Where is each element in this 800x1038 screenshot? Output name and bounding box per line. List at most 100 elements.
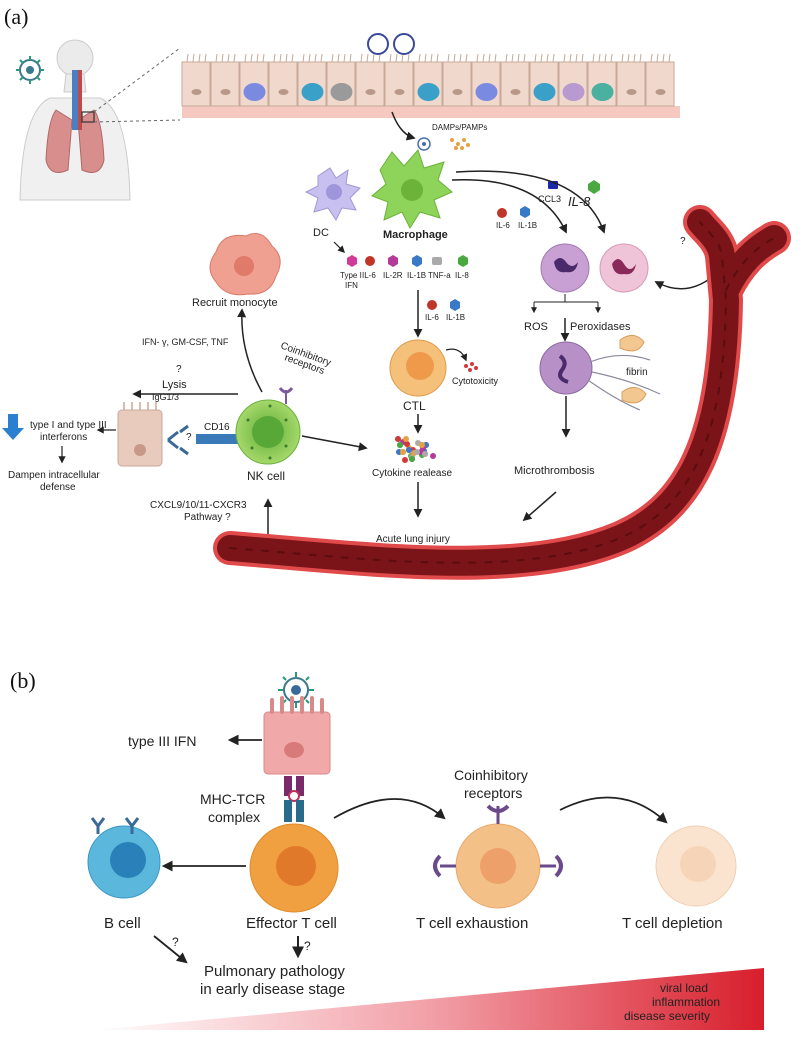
cilium — [221, 53, 224, 63]
lysis-label: Lysis — [162, 379, 187, 391]
cilium — [511, 53, 514, 63]
cytokine-type1-ifn-label-line1: Type I — [340, 271, 362, 280]
cytokine-particle — [406, 447, 412, 453]
epithelial-cell-nucleus — [417, 83, 440, 101]
depleted-t-cell — [655, 825, 737, 907]
damps-pamps-label: DAMPs/PAMPs — [432, 123, 487, 132]
cilium — [262, 53, 265, 63]
pamp-particles-icon — [450, 138, 470, 150]
epithelial-cell — [181, 61, 211, 107]
cytokine-particle — [403, 436, 409, 442]
dc-label: DC — [313, 227, 329, 239]
cilium — [395, 53, 398, 63]
cilium — [256, 53, 259, 63]
cytokine-particle — [395, 436, 401, 442]
cilium — [633, 53, 636, 63]
cilium — [204, 53, 207, 63]
cilium — [430, 53, 433, 63]
cilium — [650, 53, 653, 63]
il8-big-label: IL-8 — [568, 194, 591, 209]
epithelial-cell — [645, 61, 675, 107]
cilium — [320, 53, 323, 63]
cilium — [372, 53, 375, 63]
epithelial-cell — [210, 61, 240, 107]
cilium — [668, 53, 671, 63]
cilium — [407, 53, 410, 63]
ros-label: ROS — [524, 321, 548, 333]
cilium — [401, 53, 404, 63]
cilium — [505, 53, 508, 63]
blood-vessel — [213, 205, 791, 580]
type3-ifn-label: type III IFN — [128, 733, 196, 749]
exhausted-t-cell — [433, 804, 563, 909]
neutrophil-cell — [540, 243, 590, 293]
cilium — [494, 53, 497, 63]
cilium — [581, 53, 584, 63]
il1b-icon-top — [520, 206, 530, 218]
cilium — [308, 53, 311, 63]
il1b-icon-ctl — [450, 299, 460, 311]
il6-top-label: IL-6 — [496, 221, 510, 230]
acute-lung-injury-label: Acute lung injury — [376, 534, 450, 545]
epithelial-cell-nucleus — [510, 89, 521, 95]
microthrombosis-label: Microthrombosis — [514, 465, 595, 477]
cilium — [227, 53, 230, 63]
cytokine-particle — [402, 457, 408, 463]
epithelial-cell-nucleus — [591, 83, 614, 101]
epithelial-cell-nucleus — [655, 89, 666, 95]
cilium — [198, 53, 201, 63]
il6-icon-top — [497, 208, 507, 218]
dampen-label-line1: Dampen intracellular — [8, 470, 100, 481]
cd16-receptor — [196, 434, 238, 444]
cytokine-particle — [400, 449, 406, 455]
cilium — [250, 53, 253, 63]
zoom-line-top — [93, 47, 181, 113]
cytokine-release-cluster — [395, 436, 436, 463]
il6-icon-ctl — [427, 300, 437, 310]
ctl-cell — [389, 339, 447, 397]
severity-label-line1: viral load — [660, 981, 708, 995]
macrophage-to-eosinophil-arrow — [455, 170, 606, 234]
interferons-label-line1: type I and type III — [30, 420, 107, 431]
epithelial-cell-nucleus — [394, 89, 405, 95]
cytokine-particle — [430, 453, 436, 459]
epithelial-cell — [355, 61, 385, 107]
eosinophil-cell — [599, 243, 649, 293]
epithelial-cell-nucleus — [475, 83, 498, 101]
cxcl-pathway-label-line1: CXCL9/10/11-CXCR3 — [150, 500, 247, 511]
nk-to-monocyte-arrow — [237, 308, 263, 393]
b-cell-question-mark: ? — [172, 935, 179, 949]
cilium — [389, 53, 392, 63]
cilium — [534, 53, 537, 63]
mhc-tcr-label-line1: MHC-TCR — [200, 791, 265, 807]
cilium — [476, 53, 479, 63]
ifn-gmcsf-tnf-label: IFN- γ, GM-CSF, TNF — [142, 337, 229, 347]
cytokine-il8-label: IL-8 — [455, 271, 469, 280]
virus-icon-b — [278, 672, 314, 708]
t-cell-question-mark: ? — [304, 939, 311, 953]
cytotoxicity-label: Cytotoxicity — [452, 376, 499, 386]
cilium — [627, 53, 630, 63]
cilium — [349, 53, 352, 63]
mhc-tcr-complex — [284, 776, 304, 822]
effector-t-cell — [249, 823, 339, 913]
cytokine-particle — [422, 451, 428, 457]
cilium — [233, 53, 236, 63]
effector-t-cell-label: Effector T cell — [246, 915, 337, 932]
cilium — [517, 53, 520, 63]
ccl3-label: CCL3 — [538, 194, 561, 204]
il1b-top-label: IL-1B — [518, 221, 537, 230]
airway-epithelium — [181, 33, 680, 118]
epithelial-cell-b — [263, 696, 331, 775]
cilium — [337, 53, 340, 63]
cilium — [244, 53, 247, 63]
b-cell-label: B cell — [104, 915, 141, 932]
cilium — [592, 53, 595, 63]
cilium — [453, 53, 456, 63]
virus-on-epithelium-icon — [393, 33, 415, 55]
damp-virus-icon — [417, 137, 431, 151]
cilium — [378, 53, 381, 63]
epithelial-cell-nucleus — [562, 83, 585, 101]
cilium — [546, 53, 549, 63]
